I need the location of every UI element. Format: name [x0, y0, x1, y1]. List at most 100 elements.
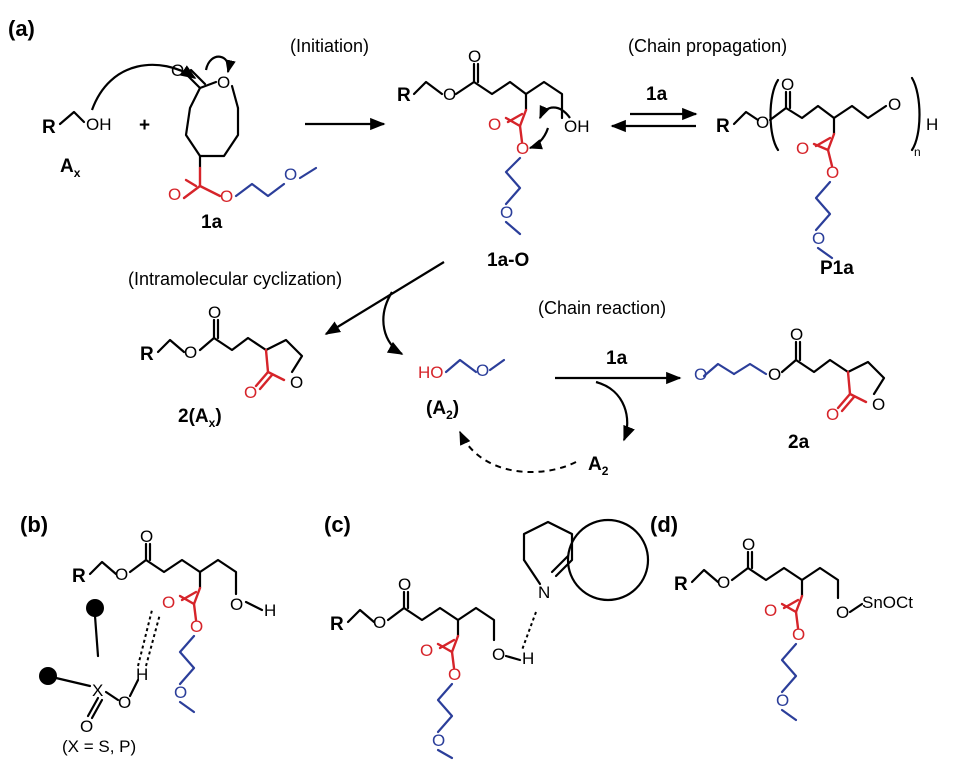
- monomer-label: 1a: [201, 212, 223, 233]
- svg-text:O: O: [174, 683, 187, 702]
- stage-initiation: (Initiation): [290, 36, 369, 56]
- svg-text:O: O: [694, 365, 707, 384]
- svg-text:O: O: [488, 115, 501, 134]
- open-chain-label: 1a-O: [487, 250, 529, 271]
- svg-text:O: O: [516, 139, 529, 158]
- x-definition: (X = S, P): [62, 737, 136, 756]
- svg-text:O: O: [717, 573, 730, 592]
- svg-text:O: O: [230, 595, 243, 614]
- svg-text:O: O: [796, 139, 809, 158]
- svg-text:O: O: [468, 47, 481, 66]
- svg-text:O: O: [208, 303, 221, 322]
- svg-text:R: R: [140, 344, 154, 365]
- polymer-P1a-structure: R O O O H n O O O: [716, 75, 938, 260]
- ester-O-alkoxy: O: [220, 187, 233, 206]
- svg-text:O: O: [790, 325, 803, 344]
- svg-text:R: R: [716, 116, 730, 137]
- panel-d-structure: R O O O SnOCt O O O: [674, 535, 913, 722]
- svg-text:O: O: [764, 601, 777, 620]
- svg-text:O: O: [184, 343, 197, 362]
- stage-propagation: (Chain propagation): [628, 36, 787, 56]
- stage-cyclization: (Intramolecular cyclization): [128, 269, 342, 289]
- svg-text:O: O: [776, 691, 789, 710]
- release-arrow: [382, 291, 404, 355]
- chain-reagent: 1a: [606, 348, 628, 369]
- svg-text:SnOCt: SnOCt: [862, 593, 913, 612]
- svg-text:O: O: [115, 565, 128, 584]
- alcohol-A2-structure: HO O: [418, 358, 506, 382]
- svg-text:O: O: [118, 693, 131, 712]
- svg-text:O: O: [448, 665, 461, 684]
- svg-text:O: O: [500, 203, 513, 222]
- panel-b-structure: R O O O H O O O X O O H: [39, 527, 276, 736]
- regeneration-arrow: [595, 380, 635, 442]
- ring-O: O: [217, 73, 230, 92]
- attack-arrow: [90, 63, 197, 111]
- svg-text:OH: OH: [564, 117, 590, 136]
- svg-text:N: N: [538, 583, 550, 602]
- svg-text:O: O: [80, 717, 93, 736]
- svg-text:O: O: [781, 75, 794, 94]
- svg-text:H: H: [522, 649, 534, 668]
- svg-text:O: O: [140, 527, 153, 546]
- panel-label-c: (c): [324, 512, 351, 537]
- svg-text:X: X: [92, 681, 103, 700]
- propagation-reagent: 1a: [646, 84, 668, 105]
- cyclic-lactone-label: 2(Ax): [178, 406, 222, 430]
- atom-R: R: [397, 85, 411, 106]
- carbonyl-O: O: [171, 61, 184, 80]
- plus-sign: +: [139, 115, 150, 136]
- ether-O: O: [284, 165, 297, 184]
- svg-text:R: R: [330, 614, 344, 635]
- polymer-label: P1a: [820, 258, 854, 279]
- regen-label: A2: [588, 454, 609, 478]
- initiator-structure: R OH: [42, 110, 112, 138]
- atom-R: R: [42, 117, 56, 138]
- svg-text:O: O: [476, 361, 489, 380]
- svg-text:O: O: [398, 575, 411, 594]
- panel-label-d: (d): [650, 512, 678, 537]
- svg-text:O: O: [756, 113, 769, 132]
- svg-text:R: R: [72, 566, 86, 587]
- svg-text:n: n: [914, 145, 921, 159]
- cyclization-arrow: [324, 261, 445, 335]
- stage-chain-reaction: (Chain reaction): [538, 298, 666, 318]
- panel-label-a: (a): [8, 16, 35, 41]
- svg-text:O: O: [432, 731, 445, 750]
- alcohol-label: (A2): [426, 398, 459, 422]
- svg-text:O: O: [812, 229, 825, 248]
- svg-text:R: R: [674, 574, 688, 595]
- svg-text:H: H: [136, 665, 148, 684]
- monomer-1a-structure: O O O O O: [168, 55, 318, 206]
- open-chain-1a-O: R O O OH O O O: [397, 47, 590, 236]
- svg-text:O: O: [768, 365, 781, 384]
- svg-text:O: O: [190, 617, 203, 636]
- svg-text:O: O: [742, 535, 755, 554]
- svg-text:O: O: [162, 593, 175, 612]
- svg-text:O: O: [244, 383, 257, 402]
- product-label: 2a: [788, 432, 810, 453]
- ester-O-carbonyl: O: [168, 185, 181, 204]
- panel-c-structure: R O O O H O O O N: [330, 518, 650, 760]
- svg-text:O: O: [792, 625, 805, 644]
- svg-text:O: O: [290, 373, 303, 392]
- panel-label-b: (b): [20, 512, 48, 537]
- svg-text:H: H: [264, 601, 276, 620]
- svg-text:O: O: [492, 645, 505, 664]
- svg-text:O: O: [826, 163, 839, 182]
- svg-text:H: H: [926, 115, 938, 134]
- product-2a-structure: O O O O O: [694, 325, 885, 424]
- svg-text:O: O: [373, 613, 386, 632]
- initiator-label: Ax: [60, 156, 81, 180]
- cyclic-lactone-2Ax-structure: R O O O O: [140, 303, 303, 402]
- svg-text:HO: HO: [418, 363, 444, 382]
- svg-text:O: O: [420, 641, 433, 660]
- svg-text:O: O: [872, 395, 885, 414]
- recycle-dashed-arrow: [459, 430, 577, 473]
- atom-OH: OH: [86, 115, 112, 134]
- svg-text:O: O: [826, 405, 839, 424]
- svg-text:O: O: [443, 85, 456, 104]
- svg-text:O: O: [836, 603, 849, 622]
- svg-text:O: O: [888, 95, 901, 114]
